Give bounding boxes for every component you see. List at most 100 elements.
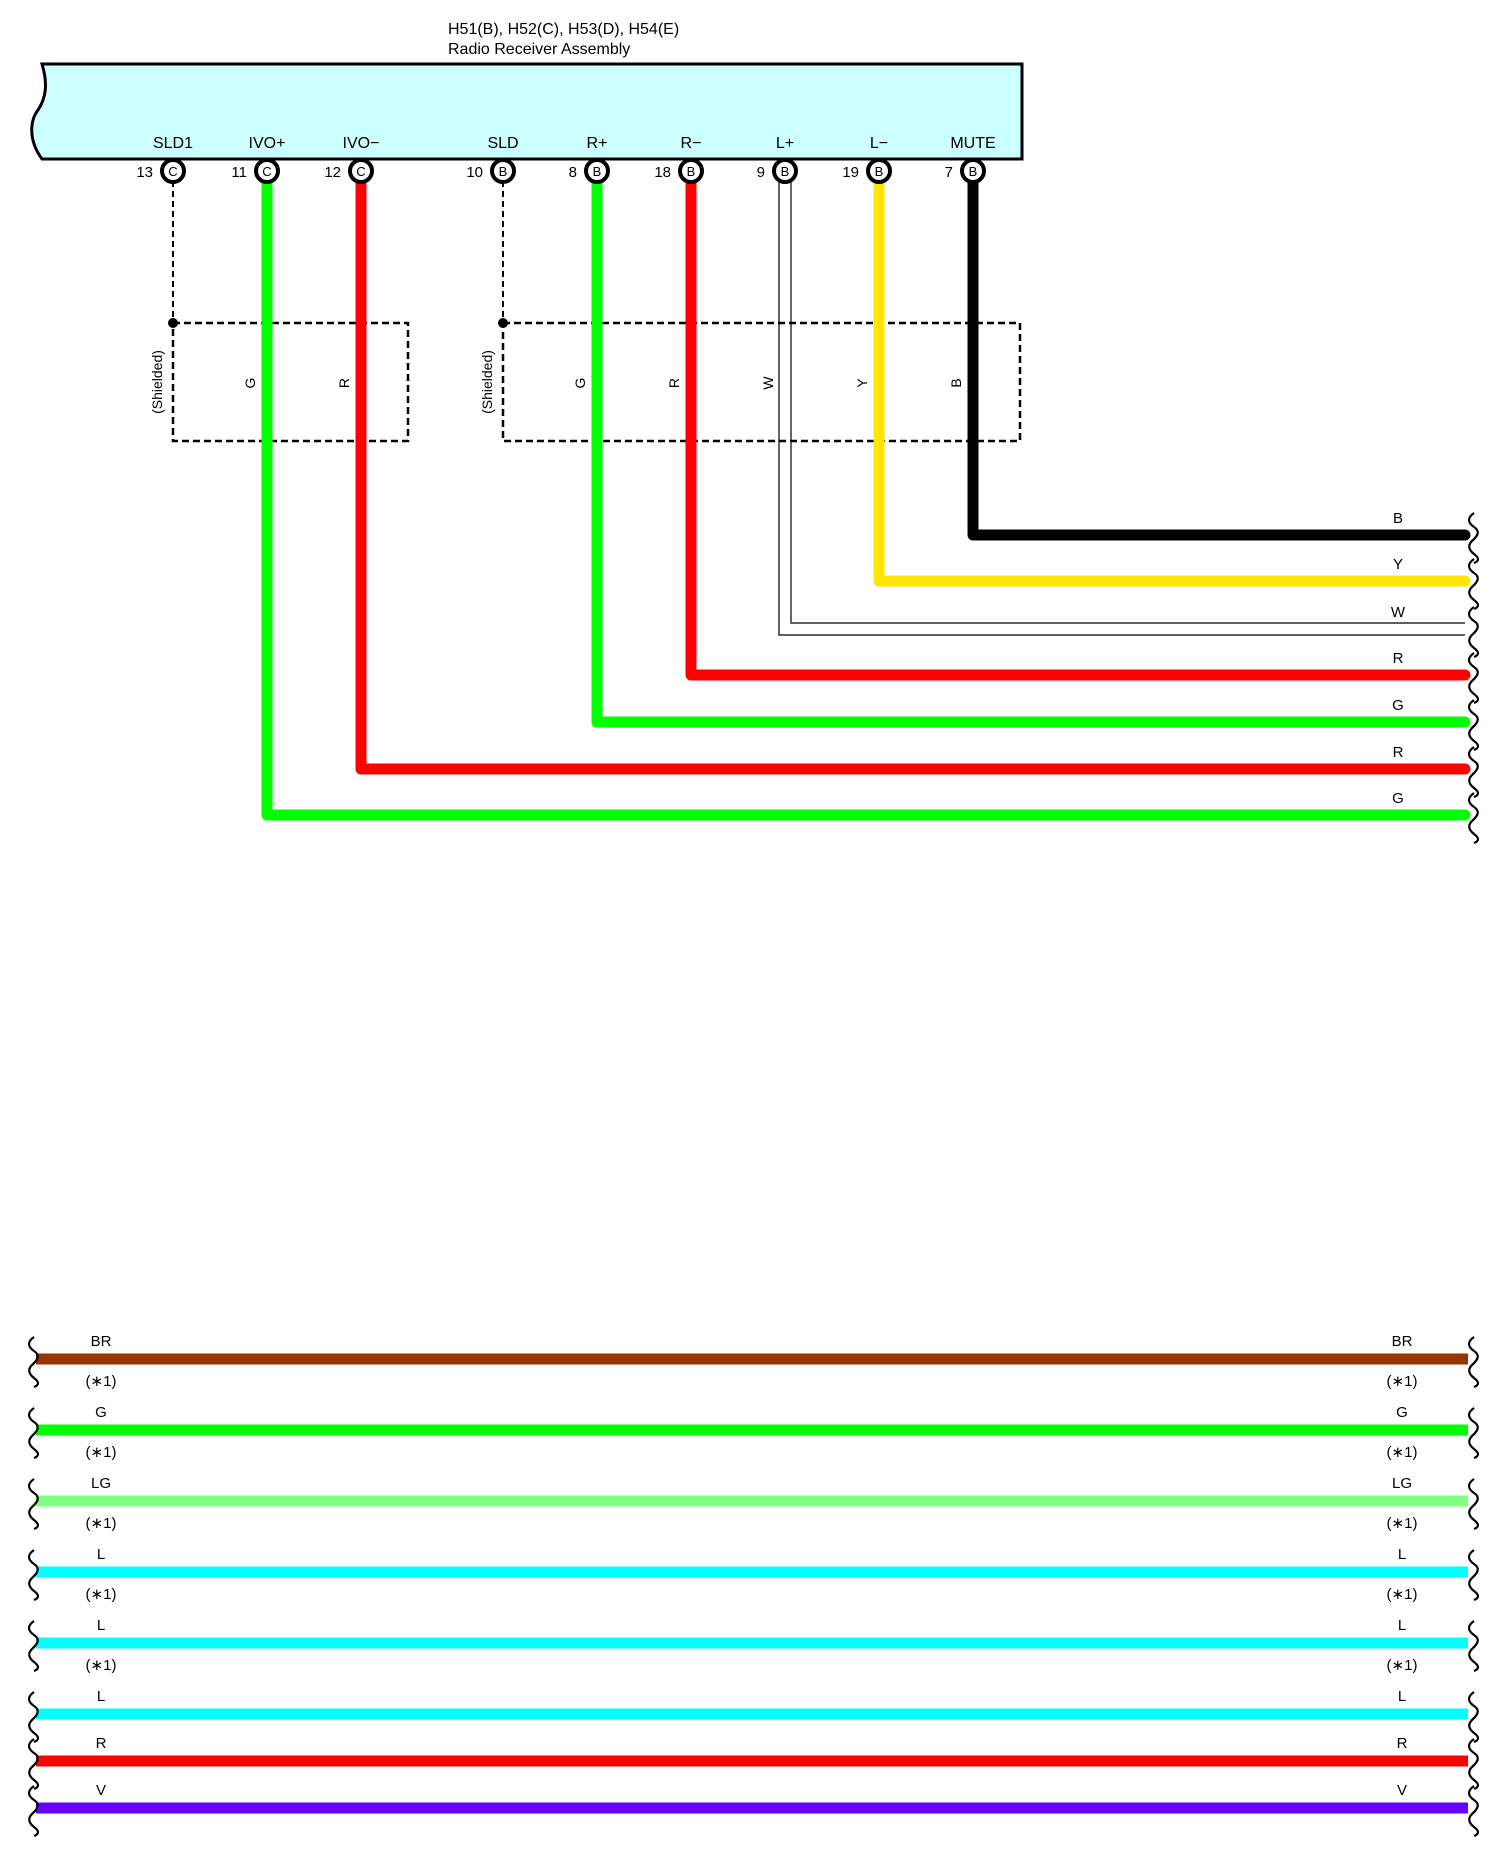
wire-code-left: G <box>95 1404 107 1421</box>
pin-number: 18 <box>654 164 671 181</box>
terminal-ivo: IVO−12 C <box>324 135 380 184</box>
terminal-ivoplus: IVO+11 C <box>231 135 286 184</box>
wire-code-right: BR <box>1392 1333 1413 1350</box>
break-mark-left <box>27 1620 40 1673</box>
wire-note-right: (∗1) <box>1387 1515 1418 1532</box>
wire-code-vertical: W <box>760 376 776 390</box>
shielded-group-2: (Shielded) <box>479 171 1022 443</box>
wire-code-left: L <box>97 1546 105 1563</box>
component-name: Radio Receiver Assembly <box>448 41 630 58</box>
pin-number: 13 <box>136 164 153 181</box>
pin-number: 19 <box>842 164 859 181</box>
wire-note-left: (∗1) <box>86 1515 117 1532</box>
wire-line <box>355 165 1471 775</box>
pin-circle <box>348 158 374 184</box>
wire-ivoplus: GG <box>242 165 1480 845</box>
break-mark-left <box>27 1549 40 1602</box>
wire-code-left: L <box>97 1617 105 1634</box>
wire-code-vertical: R <box>666 378 682 388</box>
terminal-label: SLD <box>487 135 518 152</box>
wire-line <box>591 165 1471 728</box>
pin-number: 12 <box>324 164 341 181</box>
wire-code-vertical: R <box>336 378 352 388</box>
wire-code-vertical: G <box>242 378 258 389</box>
pin-number: 8 <box>569 164 577 181</box>
break-mark-left <box>27 1691 40 1744</box>
wire-line <box>685 165 1471 681</box>
wire-code-vertical: B <box>948 378 964 387</box>
break-mark-right <box>1467 1738 1480 1791</box>
terminal-l: L− 19 B <box>842 135 892 184</box>
pin-circle <box>160 158 186 184</box>
connector-letter: C <box>262 164 271 179</box>
pin-number: 7 <box>945 164 953 181</box>
wire-break-mark <box>1467 792 1480 845</box>
wire-line-inner <box>790 171 1465 624</box>
wire-line <box>967 165 1471 541</box>
terminal-label: SLD1 <box>153 135 193 152</box>
terminal-label: IVO− <box>343 135 380 152</box>
pin-circle <box>254 158 280 184</box>
wire-note-right: (∗1) <box>1387 1444 1418 1461</box>
wire-lplus: WW <box>760 171 1480 659</box>
wire-code-label: B <box>1393 510 1403 527</box>
terminal-label: L− <box>870 135 888 152</box>
pin-number: 9 <box>757 164 765 181</box>
wire-code-label: G <box>1392 697 1404 714</box>
wire-line <box>261 165 1471 821</box>
connector-letter: C <box>168 164 177 179</box>
break-mark-right <box>1467 1620 1480 1673</box>
wire-r: RR <box>666 165 1480 705</box>
pin-circle <box>960 158 986 184</box>
break-mark-left <box>27 1336 40 1389</box>
pin-circle <box>490 158 516 184</box>
pin-number: 11 <box>231 164 247 181</box>
wire-break-mark <box>1467 746 1480 799</box>
wire-code-label: G <box>1392 790 1404 807</box>
terminal-label: R+ <box>587 135 608 152</box>
wire-code-right: V <box>1397 1782 1407 1799</box>
break-mark-right <box>1467 1407 1480 1460</box>
wire-code-left: LG <box>91 1475 111 1492</box>
wire-code-right: R <box>1397 1735 1408 1752</box>
wire-line-outer <box>778 171 1465 636</box>
wire-break-mark <box>1467 699 1480 752</box>
pin-circle <box>772 158 798 184</box>
terminal-label: IVO+ <box>249 135 286 152</box>
break-mark-left <box>27 1478 40 1531</box>
pin-circle <box>866 158 892 184</box>
connector-letter: B <box>969 164 978 179</box>
shield-label-1: (Shielded) <box>149 350 165 414</box>
wire-code-left: R <box>96 1735 107 1752</box>
wire-l: YY <box>854 165 1480 611</box>
wire-code-label: Y <box>1393 556 1403 573</box>
wire-break-mark <box>1467 558 1480 611</box>
wire-mute: BB <box>948 165 1480 565</box>
wire-ivo: RR <box>336 165 1480 799</box>
break-mark-right <box>1467 1549 1480 1602</box>
terminal-label: MUTE <box>950 135 995 152</box>
break-mark-right <box>1467 1785 1480 1838</box>
wire-code-vertical: G <box>572 378 588 389</box>
pin-circle <box>584 158 610 184</box>
wire-line <box>873 165 1471 587</box>
connector-letter: B <box>875 164 884 179</box>
wire-code-right: G <box>1396 1404 1408 1421</box>
break-mark-left <box>27 1785 40 1838</box>
break-mark-right <box>1467 1478 1480 1531</box>
connector-letter: C <box>356 164 365 179</box>
break-mark-right <box>1467 1336 1480 1389</box>
wire-note-right: (∗1) <box>1387 1373 1418 1390</box>
